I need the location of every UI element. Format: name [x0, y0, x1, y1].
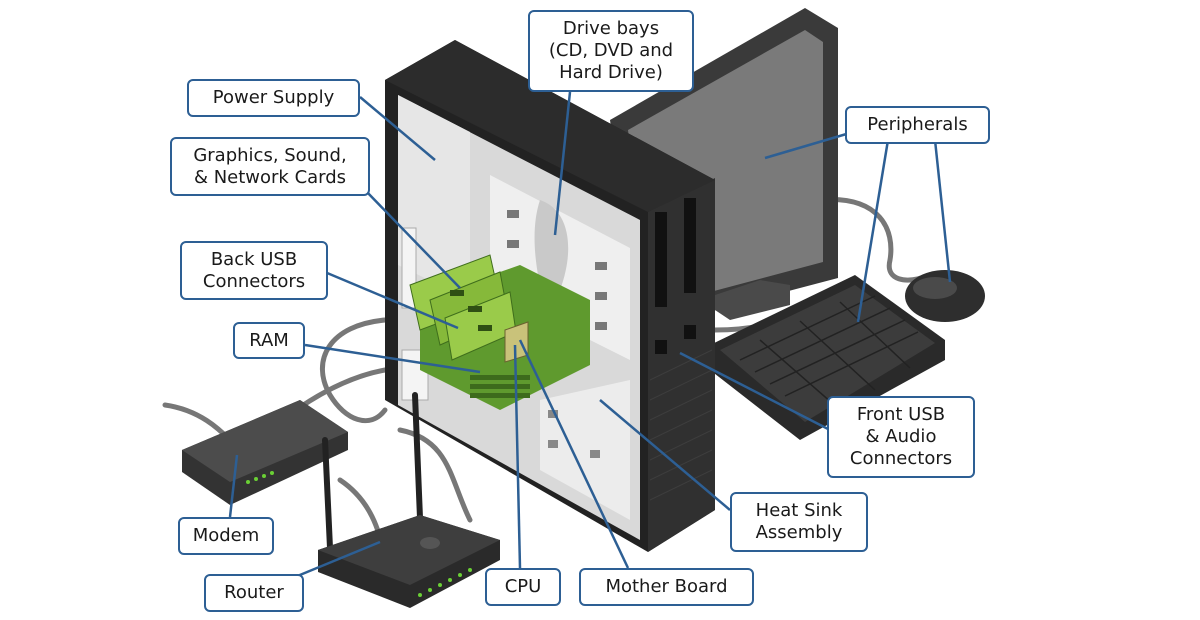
mother-board-label: Mother Board [579, 568, 754, 606]
cards-label: Graphics, Sound,& Network Cards [170, 137, 370, 196]
leader-lines [228, 91, 952, 579]
motherboard [409, 254, 590, 410]
router [318, 392, 500, 608]
cpu-label: CPU [485, 568, 561, 606]
tower-case [385, 40, 715, 552]
power-supply-label: Power Supply [187, 79, 360, 117]
peripherals-label: Peripherals [845, 106, 990, 144]
mouse [905, 270, 985, 322]
router-label: Router [204, 574, 304, 612]
modem [182, 400, 348, 505]
ram-label: RAM [233, 322, 305, 359]
modem-label: Modem [178, 517, 274, 555]
